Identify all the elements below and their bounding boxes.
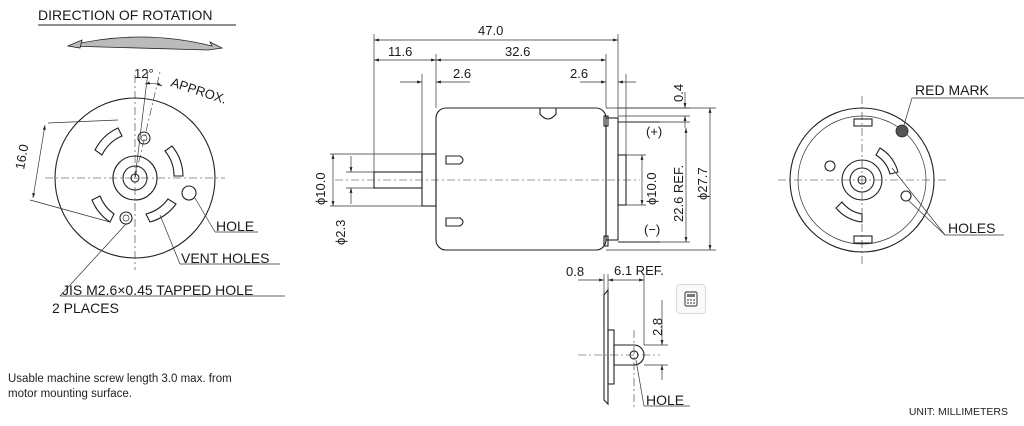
dim-47: 47.0 [478,23,503,38]
dim-22-6-ref: 22.6 REF. [671,165,686,222]
terminal-hole-label: HOLE [646,392,684,408]
dim-11-6: 11.6 [388,44,412,59]
calculator-button[interactable] [676,284,706,314]
red-mark-dot [895,124,909,138]
tapped-hole-top [137,131,151,145]
front-terminal-top [853,118,873,127]
dim-2-6-right: 2.6 [570,66,588,81]
motor-shaft [373,171,423,189]
angle-label: 12° [134,66,154,81]
rotation-arrow-icon [67,36,224,51]
dim-phi-27-7: ϕ27.7 [695,167,710,200]
terminal-plus: (+) [646,124,662,139]
dim-phi-10-right: ϕ10.0 [644,172,659,205]
holes-label: HOLES [948,220,995,236]
vent-slots [91,127,184,223]
dim-32-6: 32.6 [505,44,530,59]
dim-6-1-ref: 6.1 REF. [614,263,664,278]
dim-2-8: 2.8 [650,318,665,336]
tapped-hole-bottom [119,211,133,225]
direction-of-rotation-title: DIRECTION OF ROTATION [38,7,212,23]
front-view: RED MARK HOLES [778,82,1024,264]
rear-view: DIRECTION OF ROTATION 12° [12,7,285,316]
terminal-detail: 0.8 6.1 REF. 2.8 HOLE [566,263,690,410]
dim-0-8: 0.8 [566,264,584,279]
vent-holes-label: VENT HOLES [181,250,269,266]
unit-label: UNIT: MILLIMETERS [908,406,1008,418]
dim-0-4: 0.4 [671,84,686,102]
side-view: (+) (−) 47.0 11.6 32.6 2.6 2.6 0.4 [313,23,716,251]
dim-phi-10-left: ϕ10.0 [313,172,328,205]
dim-16: 16.0 [12,143,31,171]
usage-note-line2: motor mounting surface. [8,388,133,400]
dim-phi-2-3: ϕ2.3 [333,220,348,245]
usage-note: Usable machine screw length 3.0 max. fro… [8,372,232,402]
red-mark-label: RED MARK [915,82,990,98]
rear-hole [181,185,197,201]
dim-2-6-left: 2.6 [453,66,471,81]
motor-can [435,107,607,251]
calculator-icon [684,291,698,307]
hole-label: HOLE [216,218,254,234]
approx-label: APPROX. [169,75,229,107]
places-label: 2 PLACES [52,300,119,316]
usage-note-line1: Usable machine screw length 3.0 max. fro… [8,373,232,385]
tapped-hole-label: JIS M2.6×0.45 TAPPED HOLE [62,282,253,298]
terminal-minus: (−) [644,222,660,237]
front-terminal-bottom [853,235,873,244]
